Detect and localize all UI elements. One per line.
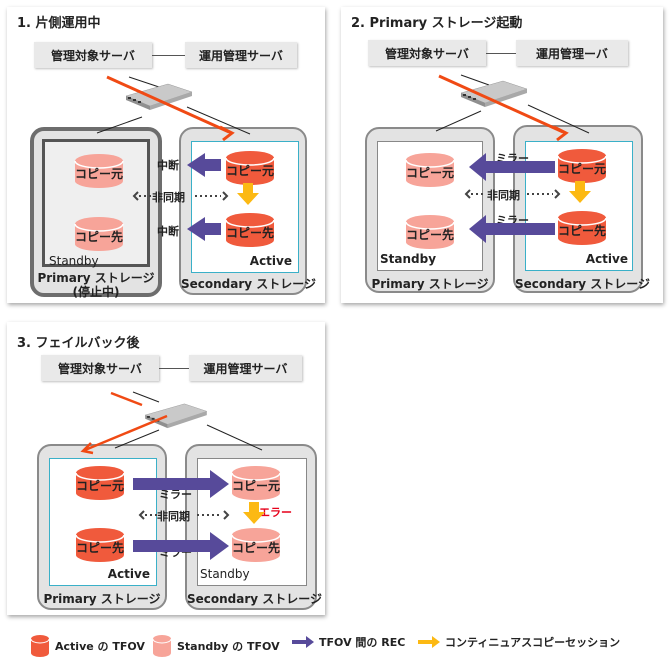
primary-storage-inner: コピー元 コピー先 Active <box>49 458 157 586</box>
primary-storage-inner: コピー元 コピー先 Standby <box>42 139 150 268</box>
panel-after-failback: 3. フェイルバック後 管理対象サーバ 運用管理サーバ コピー元 コピー先 Ac… <box>7 322 325 615</box>
rec-label-top: ミラー <box>159 488 192 501</box>
copy-session-arrow-icon <box>418 636 440 648</box>
active-disk-target: コピー先 <box>556 210 608 246</box>
standby-disk-target: コピー先 <box>230 527 282 563</box>
server-link-line <box>159 368 189 369</box>
disk-label: コピー元 <box>231 479 280 493</box>
ops-server-box: 運用管理サーバ <box>189 355 302 381</box>
network-line <box>460 74 490 86</box>
legend-label: TFOV 間の REC <box>319 636 406 649</box>
legend: Active の TFOV Standby の TFOV TFOV 間の REC… <box>0 628 669 658</box>
disk-label: コピー元 <box>405 166 454 180</box>
primary-storage-sublabel: (停止中) <box>72 285 120 299</box>
ops-server-box: 運用管理ーバ <box>516 40 628 66</box>
standby-disk-source: コピー元 <box>404 152 456 188</box>
primary-storage: コピー元 コピー先 Active Primary ストレージ <box>37 444 167 610</box>
secondary-storage: コピー元 コピー先 Active Secondary ストレージ <box>513 125 651 293</box>
legend-label: Standby の TFOV <box>177 640 280 653</box>
rec-label-bottom: ミラー <box>496 214 529 227</box>
secondary-storage-inner: コピー元 コピー先 Active <box>525 141 633 271</box>
active-state-label: Active <box>249 254 292 268</box>
network-switch-icon <box>125 83 193 111</box>
network-line <box>132 391 160 403</box>
disk-label: コピー先 <box>557 224 606 238</box>
standby-state-label: Standby <box>49 254 99 268</box>
disk-label: コピー先 <box>74 230 123 244</box>
active-disk-target: コピー先 <box>224 212 276 248</box>
panel-title: 2. Primary ストレージ起動 <box>351 16 523 31</box>
active-disk-target: コピー先 <box>74 527 126 563</box>
disk-label: コピー先 <box>75 541 124 555</box>
network-line <box>128 76 160 88</box>
active-disk-icon <box>30 635 50 657</box>
rec-arrow-icon <box>292 636 314 648</box>
panel-title: 1. 片側運用中 <box>17 16 101 31</box>
rec-label-top: ミラー <box>496 152 529 165</box>
disk-label: コピー先 <box>231 541 280 555</box>
standby-disk-source: コピー元 <box>73 153 125 189</box>
legend-item-rec: TFOV 間の REC <box>292 634 405 650</box>
standby-disk-target: コピー先 <box>73 216 125 252</box>
network-switch-icon <box>144 403 208 429</box>
legend-item-copy-session: コンティニュアスコピーセッション <box>418 634 620 650</box>
disk-label: コピー先 <box>405 228 454 242</box>
disk-label: コピー元 <box>74 167 123 181</box>
rec-label-bottom: 中断 <box>157 225 179 238</box>
legend-item-active-tfov: Active の TFOV <box>30 634 145 658</box>
standby-state-label: Standby <box>200 567 250 581</box>
active-state-label: Active <box>107 567 150 581</box>
server-link-line <box>152 55 185 56</box>
managed-server-box: 管理対象サーバ <box>41 355 159 381</box>
disk-label: コピー元 <box>75 479 124 493</box>
rec-label-bottom: ミラー <box>159 546 192 559</box>
legend-label: Active の TFOV <box>55 640 145 653</box>
panel-primary-storage-startup: 2. Primary ストレージ起動 管理対象サーバ 運用管理ーバ コピー元 コ… <box>341 7 663 303</box>
standby-disk-icon <box>152 635 172 657</box>
standby-disk-source: コピー元 <box>230 465 282 501</box>
panel-title: 3. フェイルバック後 <box>17 336 140 351</box>
disk-label: コピー元 <box>225 164 274 178</box>
ops-server-box: 運用管理サーバ <box>185 42 297 68</box>
standby-disk-target: コピー先 <box>404 214 456 250</box>
access-line <box>106 75 230 134</box>
active-disk-source: コピー元 <box>224 150 276 186</box>
legend-label: コンティニュアスコピーセッション <box>445 636 621 649</box>
primary-storage-label: Primary ストレージ <box>37 271 155 285</box>
network-switch-icon <box>460 80 528 108</box>
active-disk-source: コピー元 <box>74 465 126 501</box>
primary-storage-label: Primary ストレージ <box>371 277 489 291</box>
access-line <box>438 74 564 134</box>
managed-server-box: 管理対象サーバ <box>34 42 152 68</box>
primary-storage-inner: コピー元 コピー先 Standby <box>377 141 483 271</box>
secondary-storage: コピー元 コピー先 Active Secondary ストレージ <box>179 127 317 295</box>
async-label: 非同期 <box>152 191 185 204</box>
secondary-storage-label: Secondary ストレージ <box>181 277 317 291</box>
secondary-storage: コピー元 コピー先 Standby Secondary ストレージ <box>185 444 323 610</box>
async-label: 非同期 <box>157 510 190 523</box>
primary-storage: コピー元 コピー先 Standby Primary ストレージ (停止中) <box>30 127 162 299</box>
panel-single-side-operation: 1. 片側運用中 管理対象サーバ 運用管理サーバ コピー元 コピー先 Stand… <box>7 7 325 303</box>
access-line <box>110 391 143 407</box>
primary-storage: コピー元 コピー先 Standby Primary ストレージ <box>365 127 495 293</box>
legend-item-standby-tfov: Standby の TFOV <box>152 634 280 658</box>
async-label: 非同期 <box>487 189 520 202</box>
rec-label-top: 中断 <box>157 159 179 172</box>
managed-server-box: 管理対象サーバ <box>368 40 486 66</box>
error-label: エラー <box>259 506 292 519</box>
standby-state-label: Standby <box>380 252 437 266</box>
disk-label: コピー元 <box>557 162 606 176</box>
disk-label: コピー先 <box>225 226 274 240</box>
primary-storage-label: Primary ストレージ <box>43 592 161 606</box>
server-link-line <box>486 53 516 54</box>
secondary-storage-label: Secondary ストレージ <box>515 277 651 291</box>
active-disk-source: コピー元 <box>556 148 608 184</box>
secondary-storage-label: Secondary ストレージ <box>187 592 323 606</box>
secondary-storage-inner: コピー元 コピー先 Active <box>191 141 299 273</box>
active-state-label: Active <box>585 252 628 266</box>
secondary-storage-inner: コピー元 コピー先 Standby <box>197 458 307 586</box>
